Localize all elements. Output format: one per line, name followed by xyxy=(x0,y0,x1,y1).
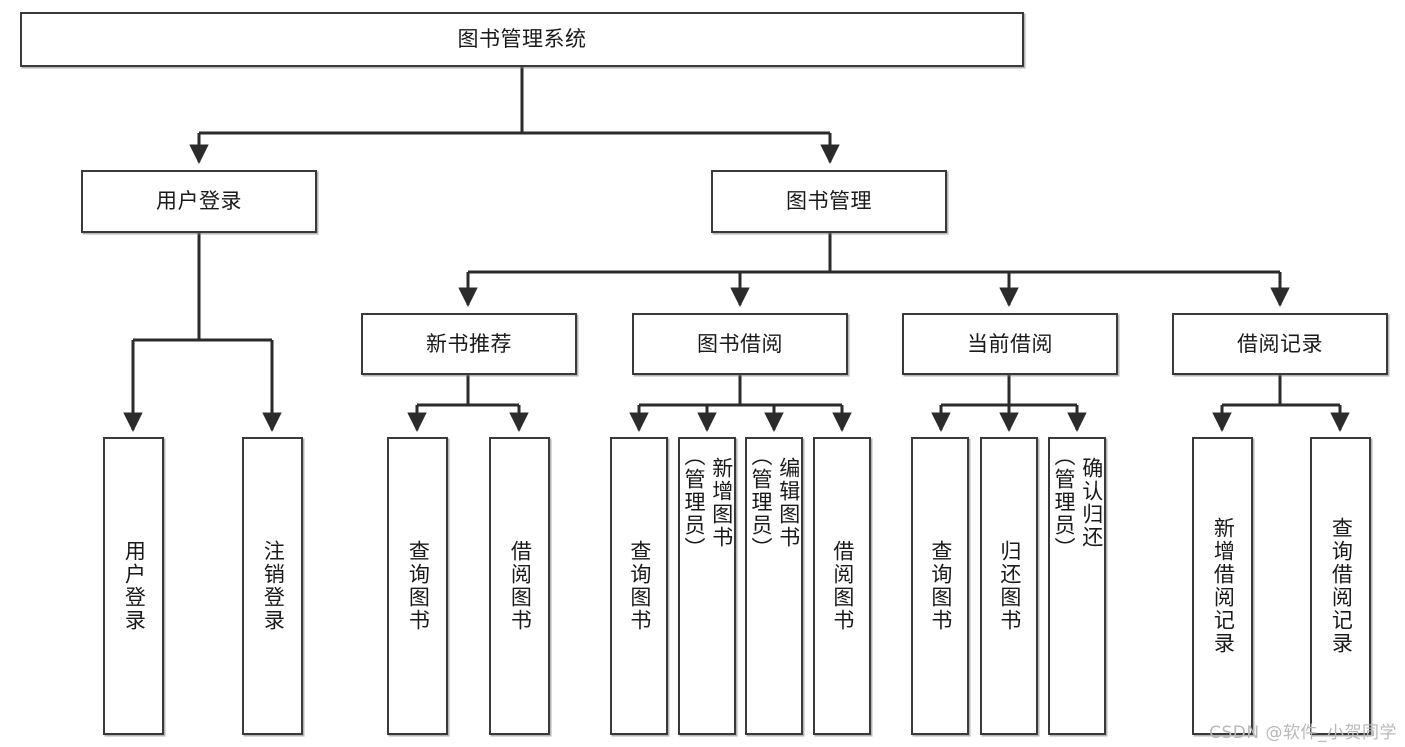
node-leaf-return-book-label: 归还图书 xyxy=(997,540,1022,632)
node-leaf-query-book-3-label: 查询图书 xyxy=(928,540,953,632)
node-leaf-user-login-label: 用户登录 xyxy=(122,540,147,632)
node-current-borrow-label: 当前借阅 xyxy=(967,331,1053,356)
node-leaf-edit-book-label: 编辑图书 （管理员） xyxy=(749,445,801,560)
node-leaf-add-record[interactable]: 新增借阅记录 xyxy=(1192,437,1253,735)
node-leaf-borrow-book-1[interactable]: 借阅图书 xyxy=(489,437,550,735)
node-root[interactable]: 图书管理系统 xyxy=(20,12,1024,67)
node-leaf-query-record-label: 查询借阅记录 xyxy=(1329,517,1354,655)
node-leaf-add-book-label: 新增图书 （管理员） xyxy=(682,445,734,560)
node-leaf-borrow-book-2-label: 借阅图书 xyxy=(830,540,855,632)
node-book-management[interactable]: 图书管理 xyxy=(711,170,947,233)
node-book-management-label: 图书管理 xyxy=(786,189,872,214)
node-leaf-confirm-return-label: 确认归还 （管理员） xyxy=(1052,445,1104,560)
node-leaf-borrow-book-1-label: 借阅图书 xyxy=(508,540,533,632)
watermark-text: CSDN @软件_小贺同学 xyxy=(1209,723,1397,743)
node-leaf-user-login[interactable]: 用户登录 xyxy=(103,437,164,735)
node-borrow-record-label: 借阅记录 xyxy=(1237,331,1323,356)
node-leaf-add-record-label: 新增借阅记录 xyxy=(1211,517,1236,655)
node-user-login[interactable]: 用户登录 xyxy=(81,170,317,233)
node-leaf-add-book[interactable]: 新增图书 （管理员） xyxy=(678,437,736,735)
node-leaf-query-book-1[interactable]: 查询图书 xyxy=(387,437,448,735)
node-leaf-query-book-2[interactable]: 查询图书 xyxy=(610,437,668,735)
node-leaf-query-book-1-label: 查询图书 xyxy=(406,540,431,632)
node-leaf-query-book-2-label: 查询图书 xyxy=(627,540,652,632)
node-borrow-record[interactable]: 借阅记录 xyxy=(1172,313,1388,375)
node-leaf-query-book-3[interactable]: 查询图书 xyxy=(911,437,969,735)
node-leaf-logout-label: 注销登录 xyxy=(261,540,286,632)
node-new-book-recommend-label: 新书推荐 xyxy=(426,331,512,356)
node-leaf-edit-book[interactable]: 编辑图书 （管理员） xyxy=(745,437,803,735)
node-root-label: 图书管理系统 xyxy=(457,27,587,52)
node-leaf-logout[interactable]: 注销登录 xyxy=(242,437,303,735)
node-leaf-return-book[interactable]: 归还图书 xyxy=(980,437,1038,735)
node-current-borrow[interactable]: 当前借阅 xyxy=(902,313,1118,375)
node-book-borrow-label: 图书借阅 xyxy=(697,331,783,356)
node-leaf-query-record[interactable]: 查询借阅记录 xyxy=(1310,437,1371,735)
node-new-book-recommend[interactable]: 新书推荐 xyxy=(361,313,577,375)
node-leaf-confirm-return[interactable]: 确认归还 （管理员） xyxy=(1048,437,1106,735)
node-user-login-label: 用户登录 xyxy=(156,189,242,214)
node-leaf-borrow-book-2[interactable]: 借阅图书 xyxy=(813,437,871,735)
node-book-borrow[interactable]: 图书借阅 xyxy=(632,313,848,375)
